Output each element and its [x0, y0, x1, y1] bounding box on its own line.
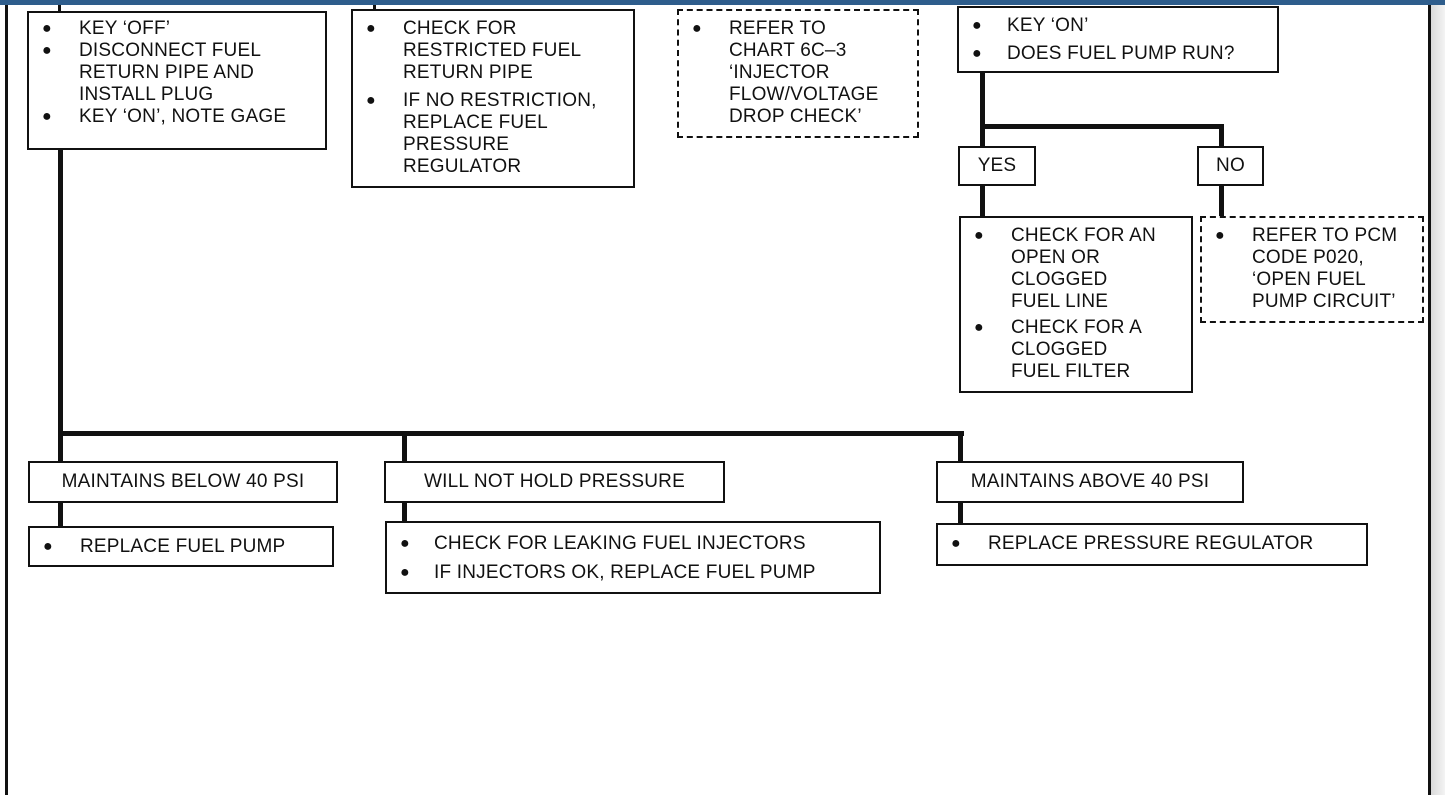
replace-regulator-text: IF NO RESTRICTION, REPLACE FUEL PRESSURE… [403, 90, 597, 177]
not-hold-action-box: ● CHECK FOR LEAKING FUEL INJECTORS ● IF IN… [385, 521, 881, 594]
frame-left-border [5, 5, 8, 795]
below-40-label: MAINTAINS BELOW 40 PSI [61, 471, 305, 492]
injectors-ok-text: IF INJECTORS OK, REPLACE FUEL PUMP [434, 562, 816, 583]
connector-below40-action [58, 502, 63, 528]
restricted-return-box: ● CHECK FOR RESTRICTED FUEL RETURN PIPE ●… [351, 9, 635, 188]
frame-right-shadow [1431, 5, 1445, 795]
connector-pump-branch [980, 124, 1224, 129]
not-hold-action-list: ● CHECK FOR LEAKING FUEL INJECTORS ● IF IN… [387, 533, 879, 584]
check-leaking-injectors-text: CHECK FOR LEAKING FUEL INJECTORS [434, 533, 806, 554]
key-on-note-item: ● KEY ‘ON’, NOTE GAGE [29, 106, 325, 128]
bullet-icon: ● [43, 538, 53, 555]
key-off-text: KEY ‘OFF’ [79, 18, 171, 39]
check-restricted-text: CHECK FOR RESTRICTED FUEL RETURN PIPE [403, 18, 582, 83]
refer-pcm-text: REFER TO PCM CODE P020, ‘OPEN FUEL PUMP … [1252, 225, 1398, 312]
below-40-action-box: ● REPLACE FUEL PUMP [28, 526, 334, 567]
frame-right-border [1428, 5, 1431, 795]
check-fuel-line-item: ● CHECK FOR AN OPEN OR CLOGGED FUEL LINE [961, 225, 1191, 313]
bullet-icon: ● [951, 535, 961, 552]
connector-drop-above40 [958, 431, 963, 463]
connector-top-left [58, 5, 61, 11]
yes-label-box: YES [958, 146, 1036, 186]
connector-no-action [1219, 185, 1224, 218]
bullet-icon: ● [972, 17, 982, 34]
bullet-icon: ● [366, 92, 376, 109]
bullet-icon: ● [692, 20, 702, 37]
not-hold-label: WILL NOT HOLD PRESSURE [424, 471, 685, 492]
connector-no-drop [1219, 124, 1224, 148]
refer-chart-list: ● REFER TO CHART 6C–3 ‘INJECTOR FLOW/VOLT… [679, 18, 917, 128]
refer-pcm-item: ● REFER TO PCM CODE P020, ‘OPEN FUEL PUMP… [1202, 225, 1422, 313]
no-action-box: ● REFER TO PCM CODE P020, ‘OPEN FUEL PUMP… [1200, 216, 1424, 323]
bullet-icon: ● [42, 20, 52, 37]
bullet-icon: ● [42, 108, 52, 125]
key-off-list: ● KEY ‘OFF’ ● DISCONNECT FUEL RETURN PIPE … [29, 18, 325, 128]
bullet-icon: ● [42, 42, 52, 59]
below-40-box: MAINTAINS BELOW 40 PSI [28, 461, 338, 503]
no-action-list: ● REFER TO PCM CODE P020, ‘OPEN FUEL PUMP… [1202, 225, 1422, 313]
connector-top-mid [373, 5, 376, 11]
connector-drop-below40 [58, 431, 63, 463]
refer-chart-item: ● REFER TO CHART 6C–3 ‘INJECTOR FLOW/VOLT… [679, 18, 917, 128]
not-hold-box: WILL NOT HOLD PRESSURE [384, 461, 725, 503]
above-40-action-list: ● REPLACE PRESSURE REGULATOR [938, 533, 1366, 555]
window-top-bar [0, 0, 1445, 5]
replace-fuel-pump-item: ● REPLACE FUEL PUMP [30, 536, 332, 558]
disconnect-text: DISCONNECT FUEL RETURN PIPE AND INSTALL … [79, 40, 262, 105]
check-fuel-filter-text: CHECK FOR A CLOGGED FUEL FILTER [1011, 317, 1142, 382]
connector-pump-down [980, 71, 985, 149]
yes-action-list: ●CHECK FOR AN OPEN OR CLOGGED FUEL LINE … [961, 225, 1191, 383]
connector-bottom-horizontal [58, 431, 964, 436]
below-40-action-list: ● REPLACE FUEL PUMP [30, 536, 332, 558]
replace-regulator-item: ● IF NO RESTRICTION, REPLACE FUEL PRESSUR… [353, 90, 633, 178]
bullet-icon: ● [400, 564, 410, 581]
key-off-item: ● KEY ‘OFF’ [29, 18, 325, 40]
no-label: NO [1216, 155, 1245, 176]
bullet-icon: ● [1215, 227, 1225, 244]
no-label-box: NO [1197, 146, 1264, 186]
replace-pressure-regulator-item: ● REPLACE PRESSURE REGULATOR [938, 533, 1366, 555]
key-on-item: ● KEY ‘ON’ [959, 15, 1277, 37]
refer-chart-box: ● REFER TO CHART 6C–3 ‘INJECTOR FLOW/VOLT… [677, 9, 919, 138]
yes-action-box: ●CHECK FOR AN OPEN OR CLOGGED FUEL LINE … [959, 216, 1193, 393]
key-on-pump-list: ● KEY ‘ON’ ● DOES FUEL PUMP RUN? [959, 15, 1277, 65]
injectors-ok-item: ● IF INJECTORS OK, REPLACE FUEL PUMP [387, 562, 879, 584]
bullet-icon: ● [974, 319, 984, 336]
bullet-icon: ● [972, 45, 982, 62]
replace-fuel-pump-text: REPLACE FUEL PUMP [80, 536, 286, 557]
bullet-icon: ● [974, 227, 984, 244]
check-fuel-line-text: CHECK FOR AN OPEN OR CLOGGED FUEL LINE [1011, 225, 1156, 312]
check-fuel-filter-item: ● CHECK FOR A CLOGGED FUEL FILTER [961, 317, 1191, 383]
check-leaking-injectors-item: ● CHECK FOR LEAKING FUEL INJECTORS [387, 533, 879, 555]
above-40-label: MAINTAINS ABOVE 40 PSI [970, 471, 1210, 492]
connector-yes-action [980, 185, 985, 218]
check-restricted-item: ● CHECK FOR RESTRICTED FUEL RETURN PIPE [353, 18, 633, 84]
key-on-note-text: KEY ‘ON’, NOTE GAGE [79, 106, 287, 127]
refer-chart-text: REFER TO CHART 6C–3 ‘INJECTOR FLOW/VOLTA… [729, 18, 879, 127]
restricted-return-list: ● CHECK FOR RESTRICTED FUEL RETURN PIPE ●… [353, 18, 633, 178]
connector-trunk-left [58, 148, 63, 436]
disconnect-item: ● DISCONNECT FUEL RETURN PIPE AND INSTALL… [29, 40, 325, 106]
key-on-text: KEY ‘ON’ [1007, 15, 1089, 36]
key-on-pump-box: ● KEY ‘ON’ ● DOES FUEL PUMP RUN? [957, 6, 1279, 73]
pump-run-text: DOES FUEL PUMP RUN? [1007, 43, 1235, 64]
replace-pressure-regulator-text: REPLACE PRESSURE REGULATOR [988, 533, 1314, 554]
connector-above40-action [958, 502, 963, 525]
key-off-box: ● KEY ‘OFF’ ● DISCONNECT FUEL RETURN PIPE … [27, 11, 327, 150]
yes-label: YES [977, 155, 1017, 176]
bullet-icon: ● [366, 20, 376, 37]
connector-drop-nothold [402, 431, 407, 463]
connector-nothold-action [402, 502, 407, 523]
bullet-icon: ● [400, 535, 410, 552]
pump-run-item: ● DOES FUEL PUMP RUN? [959, 43, 1277, 65]
above-40-box: MAINTAINS ABOVE 40 PSI [936, 461, 1244, 503]
above-40-action-box: ● REPLACE PRESSURE REGULATOR [936, 523, 1368, 566]
